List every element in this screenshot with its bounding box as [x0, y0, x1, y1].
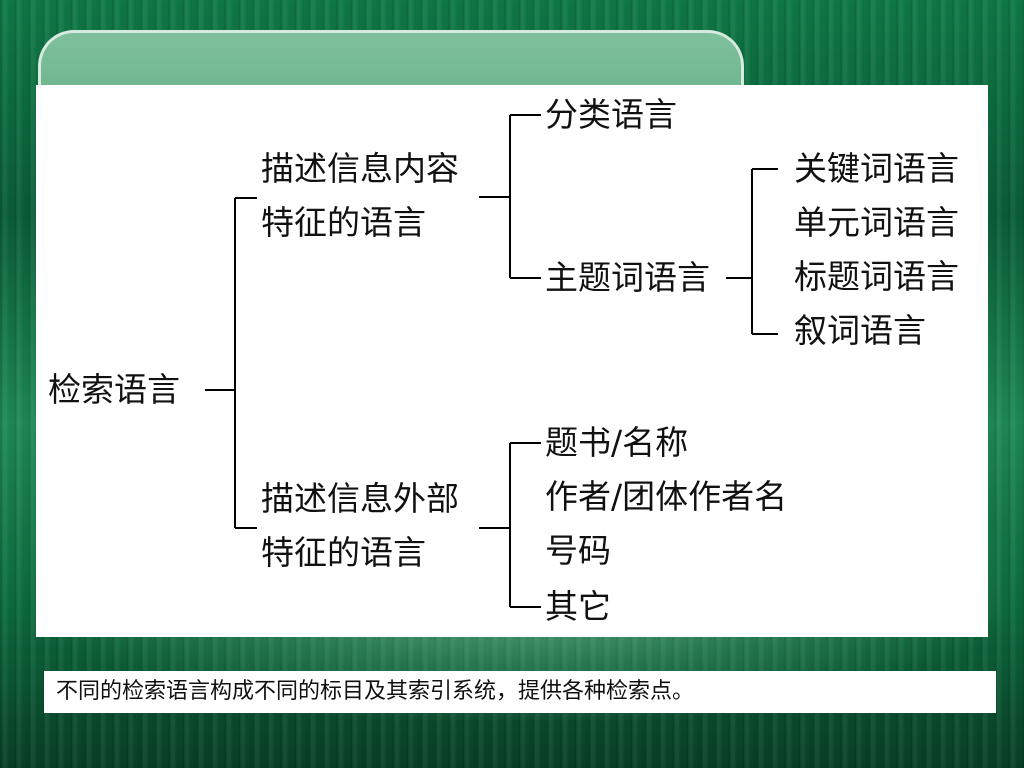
node-other: 其它	[545, 587, 611, 626]
node-uniterm-language: 单元词语言	[794, 203, 959, 242]
node-external-line2: 特征的语言	[261, 533, 426, 572]
node-subject-language: 主题词语言	[545, 258, 710, 297]
node-keyword-language: 关键词语言	[794, 149, 959, 188]
node-external-line1: 描述信息外部	[261, 479, 459, 518]
node-author-name: 作者/团体作者名	[545, 477, 788, 516]
caption-text: 不同的检索语言构成不同的标目及其索引系统，提供各种检索点。	[44, 671, 996, 713]
node-heading-language: 标题词语言	[794, 257, 959, 296]
node-number: 号码	[545, 531, 611, 570]
node-content-line1: 描述信息内容	[261, 149, 459, 188]
node-content-line2: 特征的语言	[261, 203, 426, 242]
node-title-name: 题书/名称	[545, 423, 689, 462]
node-descriptor-language: 叙词语言	[794, 311, 926, 350]
slide-content-area: 检索语言 描述信息内容 特征的语言 分类语言 主题词语言 关键词语言 单元词语言…	[36, 85, 988, 637]
node-classification-language: 分类语言	[545, 95, 677, 134]
node-root: 检索语言	[48, 370, 180, 409]
tree-connectors	[205, 114, 778, 608]
